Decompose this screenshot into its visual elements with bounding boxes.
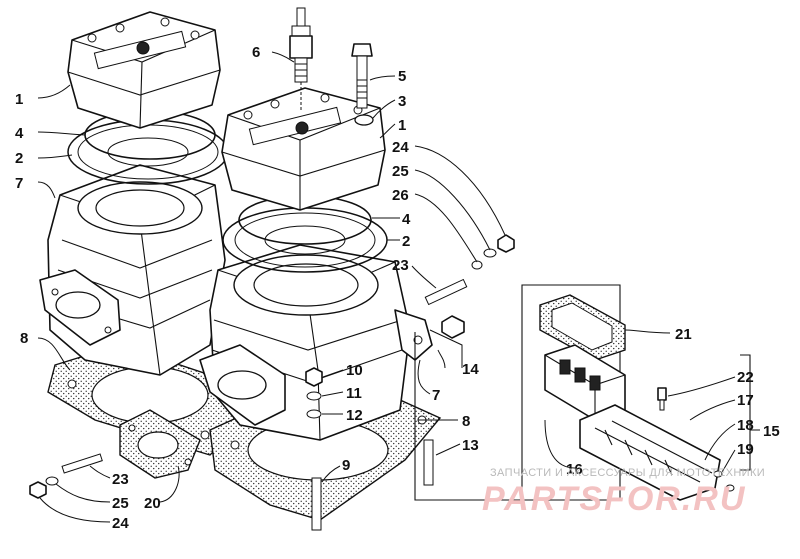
callout-19: 19 <box>737 441 754 458</box>
cylinder-head-right <box>221 87 386 211</box>
callout-18: 18 <box>737 417 754 434</box>
callout-23-upper: 23 <box>392 257 409 274</box>
callout-3: 3 <box>398 93 406 110</box>
callout-10: 10 <box>346 362 363 379</box>
callout-7-left: 7 <box>15 175 23 192</box>
head-bolt <box>351 43 374 126</box>
callout-8-left: 8 <box>20 330 28 347</box>
exhaust-flange-gasket <box>119 409 201 479</box>
callout-2-left: 2 <box>15 150 23 167</box>
stud-upper <box>424 278 468 306</box>
stud-13 <box>423 439 434 486</box>
nut-washer-stack-upper <box>471 234 515 270</box>
callout-22: 22 <box>737 369 754 386</box>
callout-20: 20 <box>144 495 161 512</box>
watermark: ЗАПЧАСТИ И АКСЕССУАРЫ ДЛЯ МОТОТЕХНИКИ PA… <box>482 467 765 518</box>
callout-2-right: 2 <box>402 233 410 250</box>
callout-4-left: 4 <box>15 125 24 142</box>
callout-8-right: 8 <box>462 413 470 430</box>
stud-lower-left <box>29 453 103 499</box>
stud-9 <box>311 477 322 531</box>
callout-25-upper: 25 <box>392 163 409 180</box>
callout-12: 12 <box>346 407 363 424</box>
callout-13: 13 <box>462 437 479 454</box>
watermark-tagline: ЗАПЧАСТИ И АКСЕССУАРЫ ДЛЯ МОТОТЕХНИКИ <box>490 467 765 479</box>
watermark-brand: PARTSFOR.RU <box>482 480 746 518</box>
spark-plug <box>289 7 313 112</box>
callout-21: 21 <box>675 326 692 343</box>
callout-11: 11 <box>346 385 362 402</box>
leader-lines <box>37 51 760 523</box>
callout-15: 15 <box>763 423 780 440</box>
callout-17: 17 <box>737 392 754 409</box>
callout-4-right: 4 <box>402 211 411 228</box>
callout-7-right: 7 <box>432 387 440 404</box>
nut-washer-stack-middle <box>305 367 323 419</box>
callout-24-lower: 24 <box>112 515 129 532</box>
nut-14 <box>441 315 465 339</box>
callout-1-right: 1 <box>398 117 406 134</box>
cylinder-right <box>199 244 433 441</box>
reed-valve-box <box>414 284 621 501</box>
cylinder-head-left <box>67 11 221 129</box>
reed-gasket-21 <box>539 294 626 361</box>
callout-5: 5 <box>398 68 406 85</box>
cylinder-left <box>39 164 226 376</box>
callout-9: 9 <box>342 457 350 474</box>
callout-24-upper: 24 <box>392 139 409 156</box>
callout-6: 6 <box>252 44 260 61</box>
callout-14: 14 <box>462 361 479 378</box>
reed-block-15 <box>579 354 751 501</box>
callout-23-lower: 23 <box>112 471 129 488</box>
callout-1-left: 1 <box>15 91 23 108</box>
callout-26: 26 <box>392 187 409 204</box>
callout-labels: 1 4 2 7 8 6 5 3 1 24 25 26 4 2 23 21 14 … <box>15 44 780 532</box>
callout-25-lower: 25 <box>112 495 129 512</box>
callout-16: 16 <box>566 461 583 478</box>
